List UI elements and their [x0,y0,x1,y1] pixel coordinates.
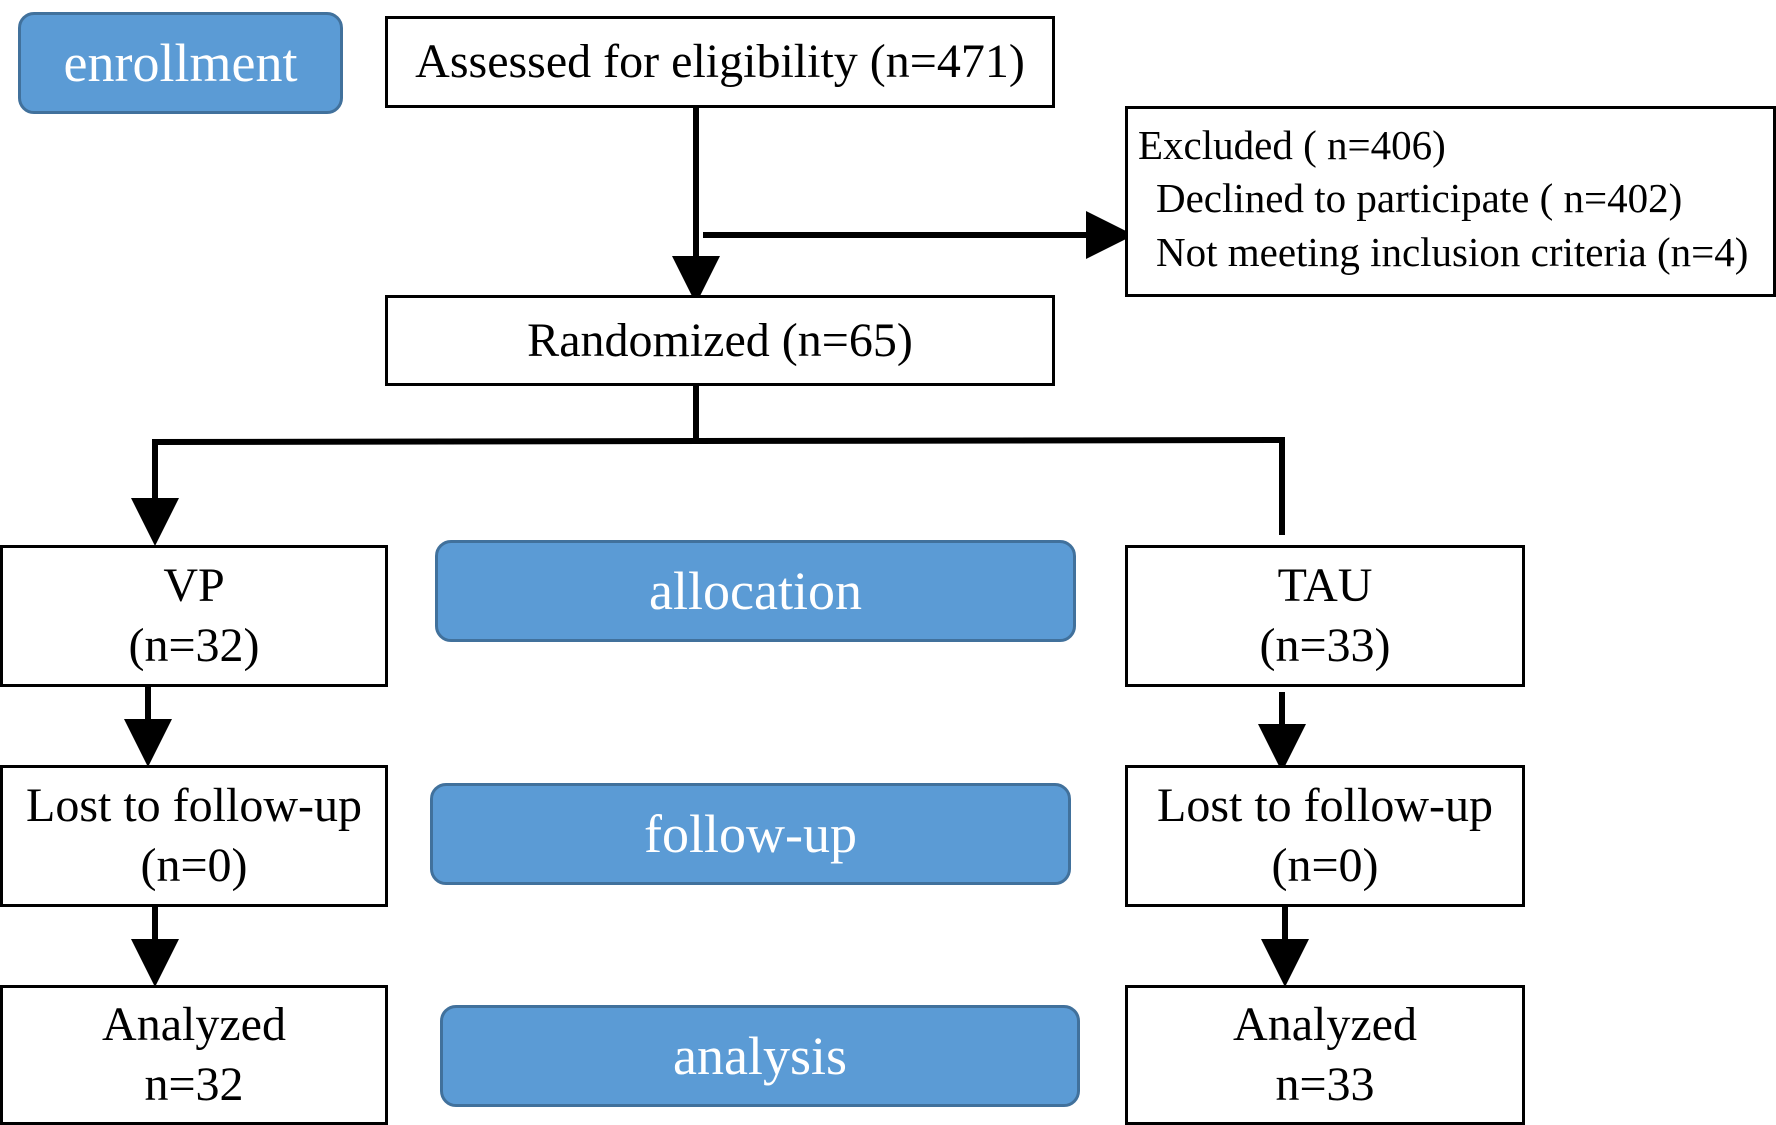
tau-analyzed-label: Analyzed [1233,998,1417,1051]
stage-enrollment-label: enrollment [63,33,298,93]
excluded-title: Excluded ( n=406) [1138,122,1446,168]
vp-analyzed-n: n=32 [144,1058,244,1111]
vp-lost-label: Lost to follow-up [26,779,362,832]
stage-analysis: analysis [440,1005,1080,1107]
excluded-declined: Declined to participate ( n=402) [1156,175,1683,222]
vp-name: VP [163,559,225,612]
assessed-text: Assessed for eligibility (n=471) [415,35,1025,88]
vp-analyzed-label: Analyzed [102,998,286,1051]
tau-lost-box: Lost to follow-up (n=0) [1125,765,1525,907]
tau-lost-n: (n=0) [1271,839,1379,892]
vp-allocation-box: VP (n=32) [0,545,388,687]
stage-analysis-label: analysis [673,1026,847,1086]
assessed-box: Assessed for eligibility (n=471) [385,16,1055,108]
excluded-not-meeting: Not meeting inclusion criteria (n=4) [1156,228,1749,275]
vp-analyzed-box: Analyzed n=32 [0,985,388,1125]
tau-analyzed-n: n=33 [1275,1058,1375,1111]
stage-allocation-label: allocation [649,561,862,621]
excluded-box: Excluded ( n=406) Declined to participat… [1125,106,1776,297]
tau-analyzed-box: Analyzed n=33 [1125,985,1525,1125]
stage-follow-up-label: follow-up [644,804,857,864]
stage-enrollment: enrollment [18,12,343,114]
tau-name: TAU [1277,559,1373,612]
stage-follow-up: follow-up [430,783,1071,885]
split-line [152,436,1285,535]
tau-allocation-box: TAU (n=33) [1125,545,1525,687]
randomized-box: Randomized (n=65) [385,295,1055,386]
stage-allocation: allocation [435,540,1076,642]
randomized-text: Randomized (n=65) [527,313,913,367]
tau-n: (n=33) [1259,619,1391,672]
tau-lost-label: Lost to follow-up [1157,779,1493,832]
vp-lost-n: (n=0) [140,839,248,892]
vp-lost-box: Lost to follow-up (n=0) [0,765,388,907]
vp-n: (n=32) [128,619,260,672]
